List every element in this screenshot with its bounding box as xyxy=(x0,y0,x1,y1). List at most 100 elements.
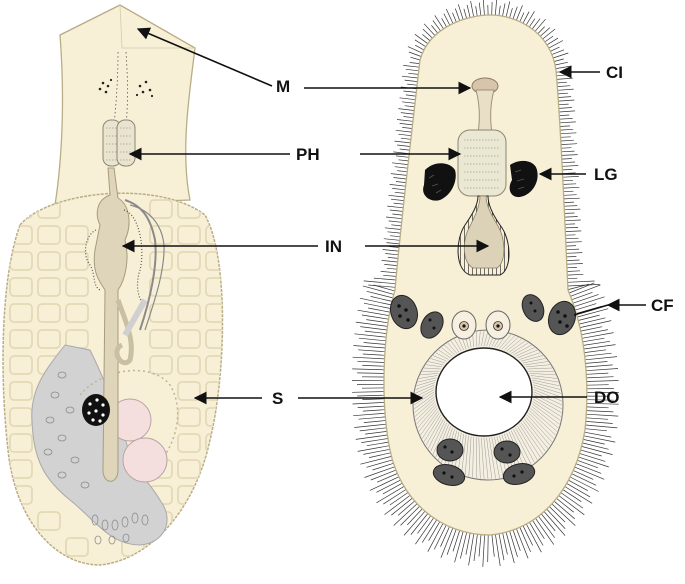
cilium xyxy=(502,3,506,17)
cilium xyxy=(581,446,613,455)
cilium xyxy=(565,237,579,240)
cilium xyxy=(396,119,413,122)
cilium xyxy=(584,352,612,357)
cilium xyxy=(559,114,570,116)
ring-striation xyxy=(515,427,535,463)
ring-striation xyxy=(519,424,541,458)
ring-striation xyxy=(427,418,444,449)
cilium xyxy=(563,183,577,185)
cilium xyxy=(355,321,388,327)
cilium xyxy=(368,307,390,313)
cilium xyxy=(562,169,573,171)
cilium xyxy=(366,441,389,447)
cilium xyxy=(387,257,398,259)
cilium xyxy=(389,492,409,506)
cilium xyxy=(386,267,397,270)
cilium xyxy=(390,173,407,176)
cilium xyxy=(390,198,404,201)
cilium xyxy=(555,65,572,69)
cilium xyxy=(586,413,619,417)
cilium xyxy=(557,81,568,84)
cilium xyxy=(559,118,573,120)
cilium xyxy=(394,140,411,144)
eye-spot-icon xyxy=(451,310,511,340)
cilium xyxy=(564,486,593,504)
cilium xyxy=(392,213,403,216)
cilium xyxy=(494,0,497,16)
cilium xyxy=(362,353,385,356)
cilium xyxy=(519,527,531,553)
cilium xyxy=(440,527,454,558)
cilium xyxy=(398,159,409,162)
cilium xyxy=(405,94,416,97)
ring-striation xyxy=(420,373,439,376)
cilium xyxy=(376,479,401,493)
cilium xyxy=(567,283,590,290)
cilium xyxy=(478,534,482,557)
cilium xyxy=(362,409,385,412)
cilium xyxy=(559,125,571,127)
cilium xyxy=(360,456,392,465)
cilium xyxy=(457,4,464,20)
cilium xyxy=(403,116,414,119)
cilium xyxy=(575,303,597,311)
cilium xyxy=(546,37,559,46)
cilium xyxy=(403,65,420,68)
cilium xyxy=(561,158,572,160)
cilium xyxy=(466,4,471,18)
cilium xyxy=(556,77,573,80)
cilium xyxy=(423,23,436,36)
cilium xyxy=(562,165,579,167)
cilium xyxy=(394,166,408,169)
cilium xyxy=(409,62,420,64)
cilium xyxy=(498,5,501,16)
cilium xyxy=(386,216,403,220)
ring-striation xyxy=(438,349,451,359)
cilium xyxy=(579,320,612,328)
cilium xyxy=(586,376,614,379)
cilium xyxy=(583,435,616,443)
cilium xyxy=(352,356,385,360)
cilium xyxy=(582,332,614,339)
cilium xyxy=(563,194,577,196)
cilium xyxy=(487,534,489,563)
ring-striation xyxy=(441,347,453,357)
ring-striation xyxy=(525,416,551,446)
cilium xyxy=(560,132,577,135)
ring-striation xyxy=(418,375,438,379)
ring-striation xyxy=(532,379,560,387)
cilium xyxy=(586,380,619,382)
cilium xyxy=(400,506,420,526)
right-intestine xyxy=(463,195,505,269)
cilium xyxy=(563,201,575,203)
cilium xyxy=(560,492,584,509)
ring-striation xyxy=(531,377,559,383)
cilium xyxy=(421,519,437,543)
cilium xyxy=(586,399,614,401)
cilium xyxy=(535,518,555,545)
ring-striation xyxy=(435,352,449,360)
cilium xyxy=(386,242,400,245)
cilium xyxy=(564,219,581,222)
cilium xyxy=(465,533,471,555)
cilium xyxy=(580,449,602,457)
cilium xyxy=(505,1,511,17)
cilium xyxy=(563,197,580,200)
ring-striation xyxy=(423,414,441,443)
cilium xyxy=(572,294,599,304)
cilium xyxy=(584,349,607,353)
cilium xyxy=(584,431,612,438)
cilium xyxy=(358,337,386,342)
cilium xyxy=(579,453,606,462)
ring-striation xyxy=(483,437,489,480)
ring-striation xyxy=(513,344,532,356)
ring-striation xyxy=(488,437,496,479)
cilium xyxy=(502,532,508,555)
ring-striation xyxy=(481,331,485,347)
cilium xyxy=(370,296,393,302)
cilium xyxy=(538,515,555,538)
cilium xyxy=(404,105,415,108)
cilium xyxy=(516,528,529,559)
cilium xyxy=(532,520,545,539)
